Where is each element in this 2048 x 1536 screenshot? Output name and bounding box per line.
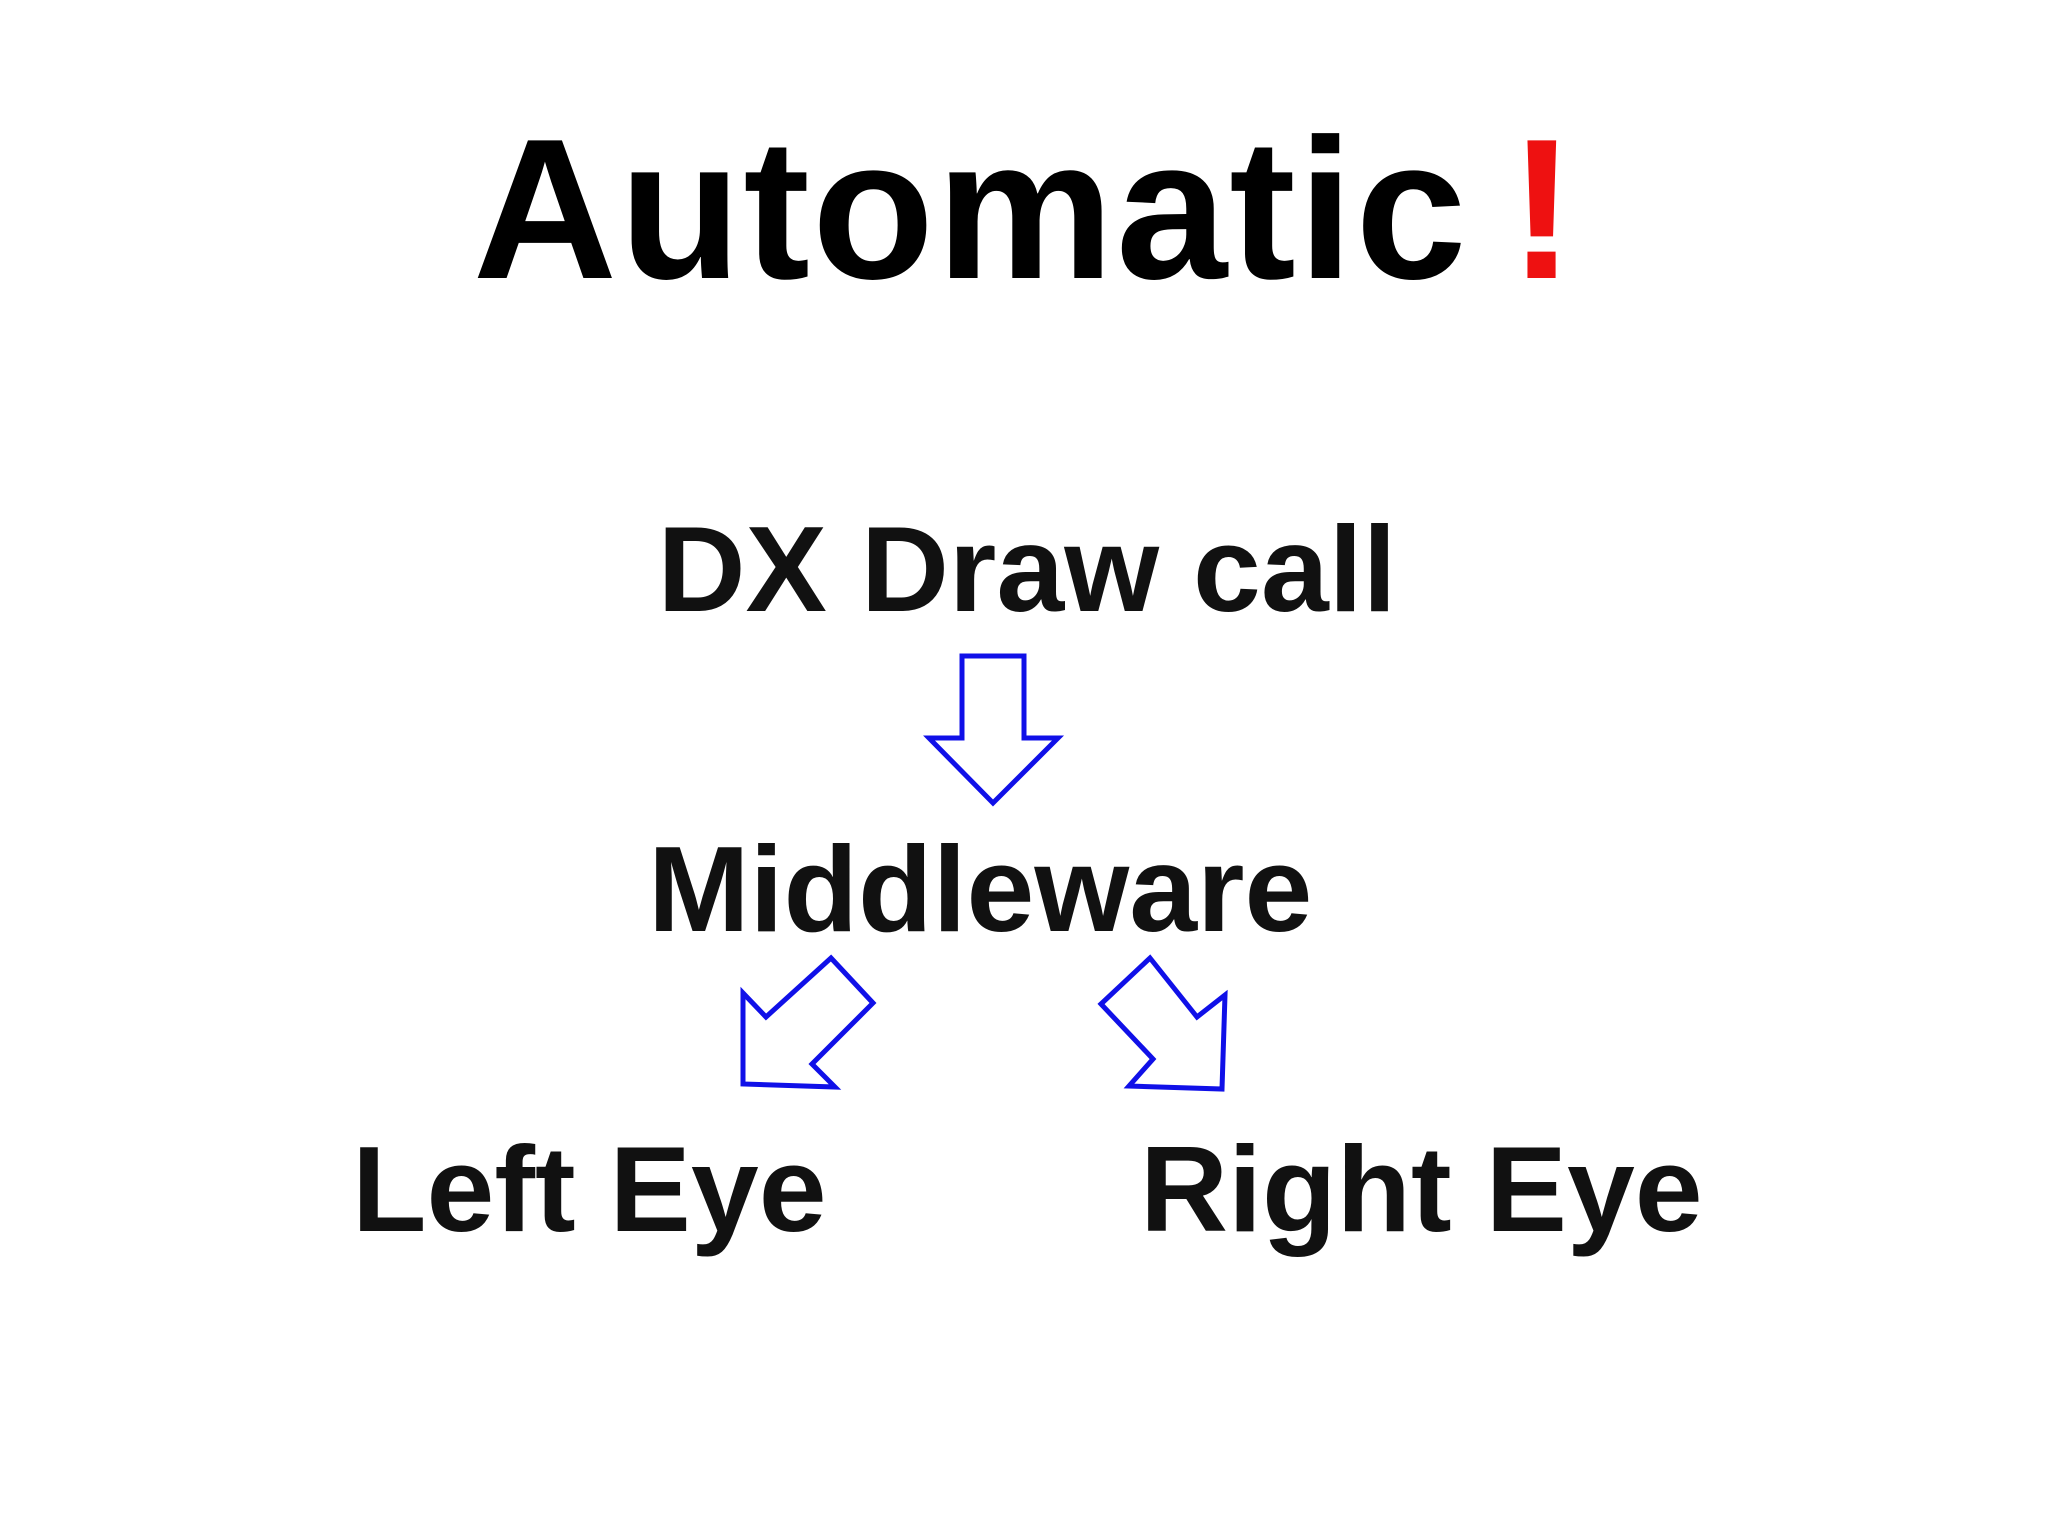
title-text: Automatic <box>472 98 1469 321</box>
down-arrow-icon <box>923 653 1065 807</box>
down-left-arrow-icon <box>740 954 877 1090</box>
exclamation-mark: ! <box>1508 98 1576 321</box>
down-right-arrow-icon <box>1097 954 1228 1092</box>
right-eye-label: Right Eye <box>1140 1121 1703 1257</box>
middleware-label: Middleware <box>648 821 1313 957</box>
dx-draw-call-label: DX Draw call <box>657 501 1397 637</box>
slide-title: Automatic! <box>0 110 2048 310</box>
left-eye-label: Left Eye <box>352 1121 827 1257</box>
